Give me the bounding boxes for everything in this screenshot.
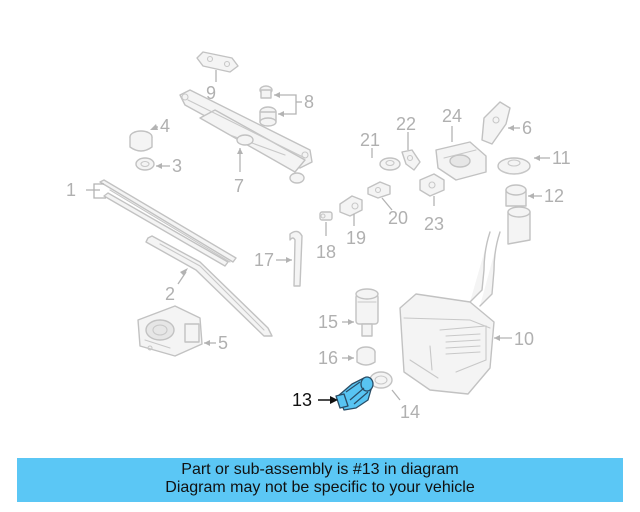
callout-10: 10 bbox=[514, 329, 534, 349]
callout-16: 16 bbox=[318, 348, 338, 368]
part-3-nut bbox=[135, 157, 155, 171]
part-13-highlighted[interactable] bbox=[335, 376, 374, 411]
part-20-connector bbox=[367, 181, 391, 199]
callout-8: 8 bbox=[304, 92, 314, 112]
callout-17: 17 bbox=[254, 250, 274, 270]
part-5-wiper-motor bbox=[137, 305, 203, 357]
banner-line-1: Part or sub-assembly is #13 in diagram bbox=[181, 461, 459, 478]
part-24-jet-cover bbox=[435, 141, 487, 181]
part-23-valve bbox=[419, 173, 445, 197]
callout-5: 5 bbox=[218, 333, 228, 353]
callout-18: 18 bbox=[316, 242, 336, 262]
part-7-linkage bbox=[179, 89, 313, 184]
part-11-cap bbox=[497, 157, 531, 175]
part-22-clip bbox=[401, 149, 421, 171]
callout-19: 19 bbox=[346, 228, 366, 248]
callout-6: 6 bbox=[522, 118, 532, 138]
parts-diagram: 9 8 7 4 3 bbox=[66, 51, 571, 422]
part-16-grommet bbox=[356, 346, 376, 366]
banner-line-2: Diagram may not be specific to your vehi… bbox=[165, 479, 475, 496]
callout-14: 14 bbox=[400, 402, 420, 422]
part-1-wiper-blade bbox=[99, 179, 237, 267]
callout-24: 24 bbox=[442, 106, 462, 126]
info-banner: Part or sub-assembly is #13 in diagram D… bbox=[17, 458, 623, 502]
part-15-pump bbox=[355, 288, 379, 337]
callout-2: 2 bbox=[165, 284, 175, 304]
part-2-wiper-arm bbox=[145, 235, 273, 337]
part-8-bushings bbox=[259, 85, 277, 127]
part-21-grommet bbox=[379, 157, 401, 171]
callout-22: 22 bbox=[396, 114, 416, 134]
part-17-hose bbox=[289, 230, 303, 287]
callout-3: 3 bbox=[172, 156, 182, 176]
callout-4: 4 bbox=[160, 116, 170, 136]
callout-9: 9 bbox=[206, 83, 216, 103]
part-10-reservoir bbox=[399, 206, 531, 395]
callout-1: 1 bbox=[66, 180, 76, 200]
callout-20: 20 bbox=[388, 208, 408, 228]
part-6-bracket bbox=[481, 101, 511, 145]
part-19-nozzle bbox=[339, 195, 363, 217]
callout-11: 11 bbox=[552, 148, 571, 168]
part-9-bracket bbox=[196, 51, 239, 73]
callout-12: 12 bbox=[544, 186, 564, 206]
callout-23: 23 bbox=[424, 214, 444, 234]
callout-21: 21 bbox=[360, 130, 380, 150]
callout-13: 13 bbox=[292, 390, 312, 410]
part-12-filler-neck bbox=[505, 184, 527, 207]
callout-7: 7 bbox=[234, 176, 244, 196]
part-4-cap bbox=[129, 130, 153, 152]
part-18-connector bbox=[319, 211, 333, 221]
callout-15: 15 bbox=[318, 312, 338, 332]
